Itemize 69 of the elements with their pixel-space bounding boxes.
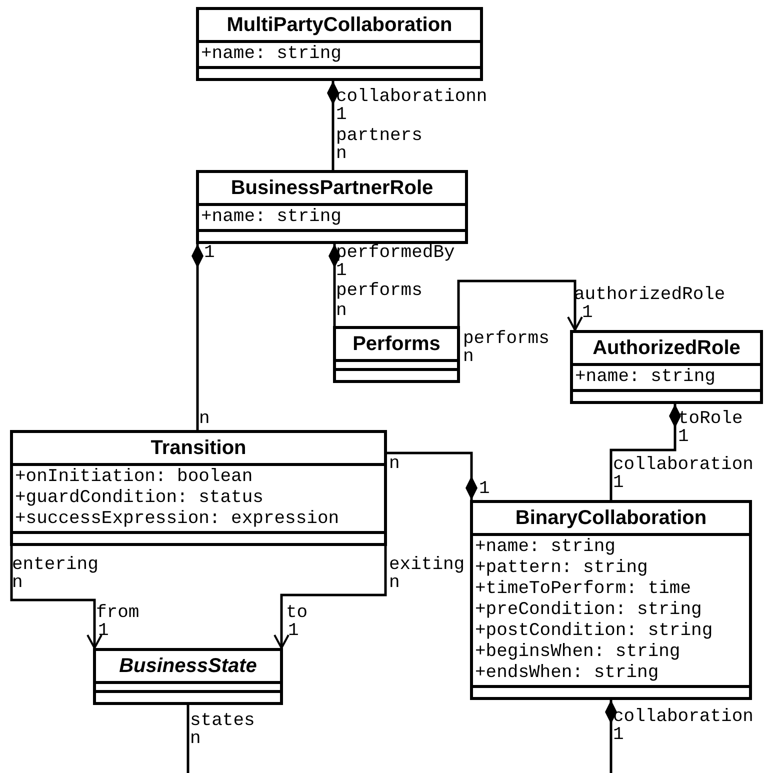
- composition-line: [610, 404, 681, 500]
- association-end-label: performs: [463, 330, 550, 348]
- class-box: [10, 430, 387, 546]
- association-end-label: 1: [678, 428, 689, 446]
- association-end-label: 1: [336, 106, 347, 124]
- navigable-association-arrow: [457, 280, 583, 331]
- attribute-text: +beginsWhen: string: [475, 642, 682, 663]
- attribute-text: +successExpression: expression: [15, 509, 340, 530]
- association-end-label: performedBy: [336, 244, 455, 262]
- composition-line: [192, 244, 204, 430]
- attribute-text: +name: string: [575, 367, 716, 388]
- association-end-label: n: [389, 574, 400, 592]
- association-end-label: collaboration: [613, 708, 754, 726]
- class-box: [333, 326, 460, 383]
- association-end-label: 1: [582, 304, 593, 322]
- attribute-text: +onInitiation: boolean: [15, 467, 254, 488]
- association-end-label: n: [389, 455, 400, 473]
- attribute-text: +endsWhen: string: [475, 663, 660, 684]
- class-box: [196, 170, 468, 244]
- attribute-text: +name: string: [201, 207, 342, 228]
- class-name: Performs: [352, 334, 440, 354]
- attribute-text: +name: string: [201, 44, 342, 65]
- association-end-label: n: [190, 730, 201, 748]
- association-end-label: toRole: [678, 410, 743, 428]
- association-end-label: 1: [613, 474, 624, 492]
- composition-line: [387, 452, 478, 500]
- association-end-label: performs: [336, 282, 422, 300]
- association-end-label: exiting: [389, 556, 465, 574]
- association-end-label: entering: [12, 556, 98, 574]
- attribute-text: +pattern: string: [475, 558, 649, 579]
- association-end-label: n: [336, 302, 347, 320]
- class-name: AuthorizedRole: [592, 338, 740, 358]
- class-name: BusinessPartnerRole: [230, 178, 434, 198]
- class-name: MultiPartyCollaboration: [226, 15, 452, 35]
- association-line: [186, 705, 190, 773]
- association-end-label: n: [463, 348, 474, 366]
- attribute-text: +timeToPerform: time: [475, 579, 692, 600]
- association-end-label: to: [286, 604, 308, 622]
- class-name: Transition: [150, 438, 246, 458]
- composition-line: [328, 244, 340, 326]
- class-name: BinaryCollaboration: [515, 508, 707, 528]
- class-name: BusinessState: [119, 656, 257, 676]
- navigable-association-arrow: [10, 546, 102, 649]
- association-end-label: 1: [204, 244, 215, 262]
- association-end-label: authorizedRole: [574, 286, 726, 304]
- association-end-label: n: [12, 574, 23, 592]
- association-end-label: collaborationn: [336, 88, 488, 106]
- composition-line: [327, 81, 339, 170]
- association-end-label: n: [336, 145, 347, 163]
- navigable-association-arrow: [274, 546, 387, 649]
- class-box: [196, 7, 483, 81]
- association-end-label: collaboration: [613, 456, 754, 474]
- class-box: [570, 330, 763, 404]
- class-box: [470, 500, 752, 700]
- attribute-text: +name: string: [475, 537, 616, 558]
- composition-line: [605, 700, 617, 773]
- association-end-label: 1: [479, 480, 490, 498]
- class-box: [93, 648, 283, 705]
- attribute-text: +preCondition: string: [475, 600, 703, 621]
- association-end-label: states: [190, 712, 255, 730]
- attribute-text: +guardCondition: status: [15, 488, 264, 509]
- association-end-label: 1: [98, 622, 109, 640]
- association-end-label: 1: [288, 622, 299, 640]
- attribute-text: +postCondition: string: [475, 621, 714, 642]
- association-end-label: 1: [336, 262, 347, 280]
- association-end-label: 1: [613, 726, 624, 744]
- association-end-label: n: [199, 410, 210, 428]
- association-end-label: partners: [336, 127, 422, 145]
- association-end-label: from: [96, 604, 140, 622]
